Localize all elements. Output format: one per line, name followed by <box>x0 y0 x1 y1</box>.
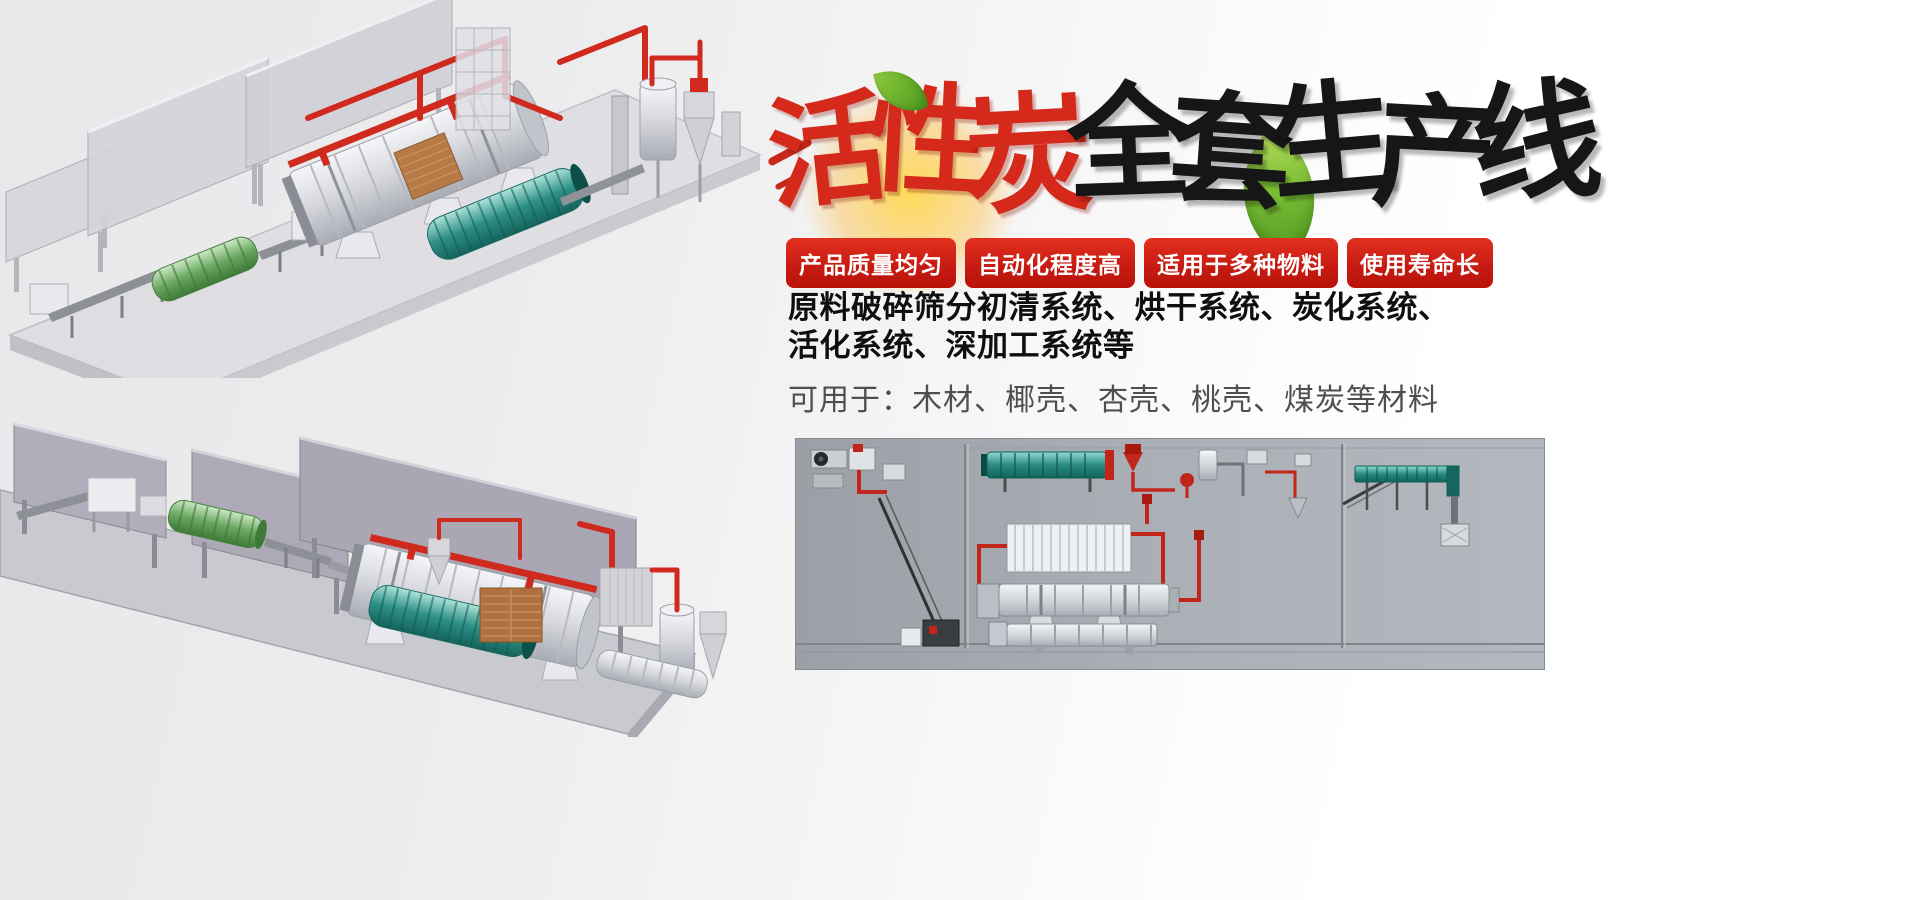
title-char: 线 <box>1467 64 1607 224</box>
materials-line: 可用于：木材、椰壳、杏壳、桃壳、煤炭等材料 <box>788 382 1439 418</box>
systems-line-2: 活化系统、深加工系统等 <box>788 327 1135 364</box>
badge-high-automation: 自动化程度高 <box>965 238 1135 288</box>
description-block: 原料破碎筛分初清系统、烘干系统、炭化系统、 活化系统、深加工系统等 可用于：木材… <box>788 290 1450 419</box>
feature-badges: 产品质量均匀 自动化程度高 适用于多种物料 使用寿命长 <box>786 238 1493 288</box>
production-line-schematic <box>795 438 1545 670</box>
production-line-render-top <box>5 0 762 378</box>
badge-multi-material: 适用于多种物料 <box>1144 238 1338 288</box>
page-title: 活性炭全套生产线 <box>762 63 1606 292</box>
systems-line-1: 原料破碎筛分初清系统、烘干系统、炭化系统、 <box>788 290 1450 326</box>
badge-long-life: 使用寿命长 <box>1347 238 1493 288</box>
badge-uniform-quality: 产品质量均匀 <box>786 238 956 288</box>
production-line-render-bottom <box>0 422 727 737</box>
